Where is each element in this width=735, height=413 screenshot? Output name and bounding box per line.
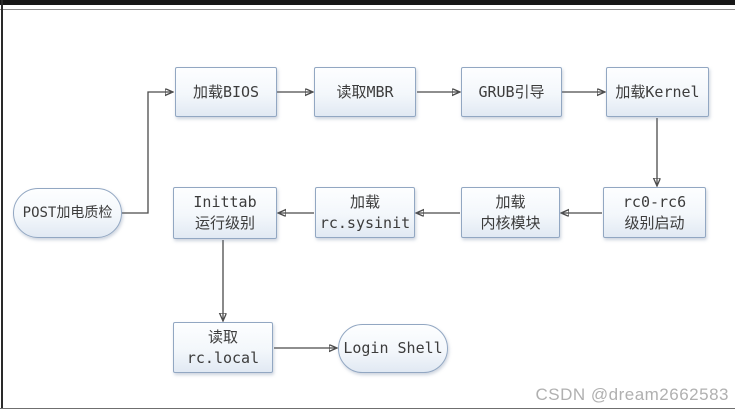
- csdn-watermark: CSDN @dream2662583: [535, 385, 729, 404]
- node-label-line2: rc.sysinit: [319, 213, 411, 232]
- frame-top-inner-line: [0, 9, 735, 10]
- node-label: POST加电质检: [22, 204, 113, 221]
- node-load-kernel-modules: 加载 内核模块: [461, 187, 560, 238]
- frame-bottom-border: [0, 408, 735, 409]
- node-grub-boot: GRUB引导: [461, 67, 562, 117]
- node-load-kernel: 加载Kernel: [606, 67, 709, 117]
- node-label-line1: 加载: [349, 192, 380, 211]
- node-login-shell: Login Shell: [338, 324, 448, 373]
- node-label-line1: Inittab: [193, 193, 257, 211]
- node-label-line2: 内核模块: [480, 213, 541, 232]
- node-label-line1: 加载: [495, 192, 526, 211]
- node-label: 读取MBR: [336, 82, 394, 101]
- node-label-line1: 读取: [207, 327, 238, 346]
- node-read-rc-local: 读取 rc.local: [173, 322, 273, 373]
- node-read-mbr: 读取MBR: [314, 67, 416, 117]
- node-label-line1: rc0-rc6: [622, 192, 687, 211]
- frame-left-border: [1, 0, 3, 409]
- node-label: 加载BIOS: [192, 82, 260, 101]
- node-label: GRUB引导: [478, 82, 545, 101]
- frame-top-border: [0, 0, 735, 5]
- node-load-bios: 加载BIOS: [175, 67, 277, 117]
- node-label-line2: 级别启动: [624, 213, 685, 232]
- node-label: 加载Kernel: [615, 82, 700, 101]
- node-load-rc-sysinit: 加载 rc.sysinit: [315, 187, 415, 238]
- node-inittab-runlevel: Inittab 运行级别: [173, 187, 277, 239]
- node-label: Login Shell: [343, 339, 443, 357]
- node-rc0-rc6-runlevel-start: rc0-rc6 级别启动: [603, 187, 706, 238]
- arrow-post-to-bios: [122, 92, 171, 214]
- node-post-power-check: POST加电质检: [13, 188, 122, 238]
- node-label-line2: 运行级别: [194, 214, 255, 232]
- node-label-line2: rc.local: [186, 348, 260, 367]
